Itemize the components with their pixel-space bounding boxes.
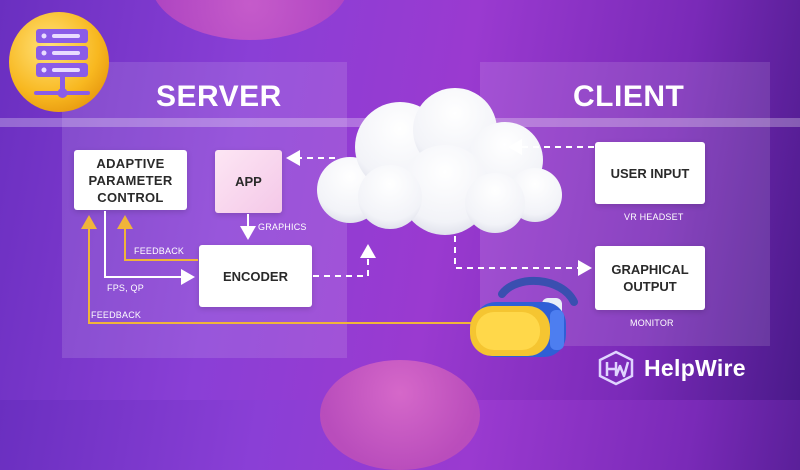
arrow-feedback-client — [81, 215, 476, 324]
graphical-output-label: GRAPHICAL OUTPUT — [611, 262, 689, 294]
encoder-label: ENCODER — [222, 268, 288, 284]
graphical-output-box: GRAPHICAL OUTPUT — [595, 246, 705, 310]
adaptive-parameter-control-label: ADAPTIVE PARAMETER CONTROL — [88, 155, 173, 205]
client-heading: CLIENT — [573, 80, 685, 113]
vr-headset-icon — [462, 272, 582, 372]
helpwire-name: HelpWire — [644, 354, 746, 381]
connector-arrows — [81, 139, 594, 324]
server-heading: SERVER — [156, 80, 282, 113]
cloud-icon — [295, 85, 575, 245]
fps-qp-label: FPS, QP — [107, 283, 144, 293]
server-panel — [62, 62, 347, 358]
feedback-encoder-label: FEEDBACK — [134, 246, 185, 256]
encoder-box: ENCODER — [199, 245, 312, 307]
helpwire-brand: HelpWire — [596, 350, 746, 386]
feedback-client-label: FEEDBACK — [91, 310, 142, 320]
vr-headset-label: VR HEADSET — [624, 212, 684, 222]
monitor-label: MONITOR — [630, 318, 674, 328]
graphics-label: GRAPHICS — [258, 222, 307, 232]
arrow-feedback-encoder — [117, 215, 198, 261]
helpwire-logo-icon — [598, 350, 634, 386]
arrow-encoder-to-cloud — [313, 244, 376, 277]
user-input-box: USER INPUT — [595, 142, 705, 204]
arrow-control-to-encoder — [104, 211, 195, 285]
app-box: APP — [215, 150, 282, 213]
app-label: APP — [235, 174, 262, 189]
server-icon — [4, 5, 114, 115]
user-input-label: USER INPUT — [610, 165, 690, 181]
adaptive-parameter-control-box: ADAPTIVE PARAMETER CONTROL — [74, 150, 187, 210]
arrow-cloud-to-output — [454, 236, 592, 276]
